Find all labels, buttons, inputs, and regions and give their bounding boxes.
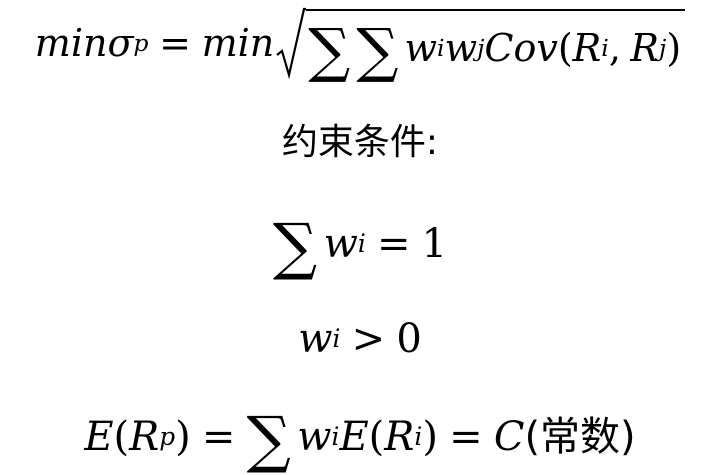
constant-note: (常数) xyxy=(524,414,636,460)
min-text-rhs: min xyxy=(201,21,275,65)
return-r-i: R xyxy=(572,26,602,70)
constraints-label: 约束条件: xyxy=(0,118,720,168)
close-paren-2: ) xyxy=(422,414,438,460)
close-paren: ) xyxy=(666,26,682,70)
rhs-value: 1 xyxy=(421,221,448,267)
rhs-value: 0 xyxy=(396,316,422,362)
equals-sign: = xyxy=(159,21,191,65)
radical-sign-icon xyxy=(276,7,307,80)
summation-symbol-1: ∑ xyxy=(308,14,351,84)
weight-w: w xyxy=(297,414,332,460)
summation-symbol-2: ∑ xyxy=(356,14,399,84)
constraints-label-text: 约束条件: xyxy=(281,122,439,163)
return-r-i: R xyxy=(384,414,415,460)
open-paren-2: ( xyxy=(368,414,385,460)
return-r-p: R xyxy=(129,414,160,460)
equals-sign: = xyxy=(376,221,411,267)
expectation-e: E xyxy=(84,414,114,460)
expectation-e-2: E xyxy=(339,414,369,460)
summation-symbol: ∑ xyxy=(246,402,291,475)
min-text: min xyxy=(34,21,108,65)
equals-sign-1: = xyxy=(201,414,236,460)
greater-than-sign: > xyxy=(351,316,386,362)
open-paren: ( xyxy=(557,26,573,70)
weight-w: w xyxy=(404,26,438,70)
comma: , xyxy=(608,26,621,70)
weight-w-2: w xyxy=(444,26,478,70)
close-paren: ) xyxy=(175,414,191,460)
weight-w: w xyxy=(298,316,333,362)
open-paren: ( xyxy=(113,414,130,460)
equals-sign-2: = xyxy=(449,414,483,460)
return-r-j: R xyxy=(630,26,660,70)
weight-w: w xyxy=(323,221,358,267)
constant-c: C xyxy=(493,414,525,460)
sigma-symbol: σ xyxy=(107,21,134,65)
covariance-text: Cov xyxy=(484,26,558,70)
summation-symbol: ∑ xyxy=(272,209,318,283)
